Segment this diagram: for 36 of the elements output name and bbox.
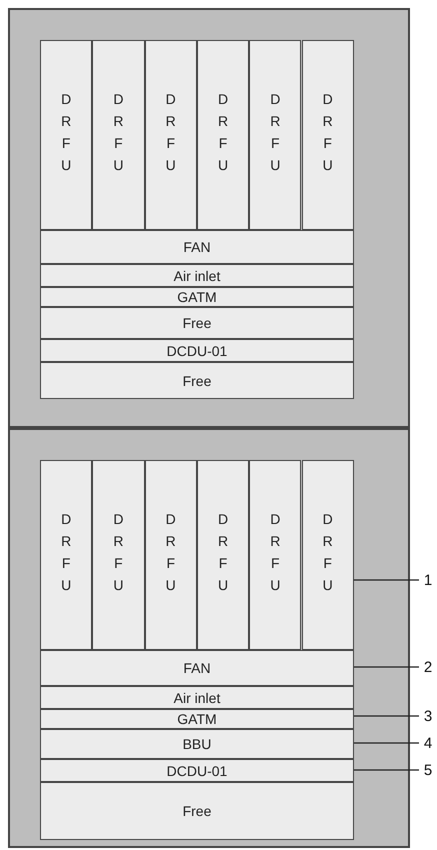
module-slot: FAN — [40, 650, 354, 686]
module-slot: Free — [40, 307, 354, 339]
board-slot: DRFU — [144, 460, 197, 650]
board-slot: DRFU — [144, 40, 197, 230]
board-slot: DRFU — [92, 460, 145, 650]
board-slot: DRFU — [196, 40, 250, 230]
callout-number: 1 — [421, 570, 435, 590]
board-slot: DRFU — [40, 460, 92, 650]
module-slot: GATM — [40, 287, 354, 307]
board-slot: DRFU — [249, 40, 302, 230]
callout-number: 5 — [421, 760, 435, 780]
module-slot: GATM — [40, 709, 354, 729]
board-slot: DRFU — [302, 460, 354, 650]
leader-line — [354, 769, 419, 771]
module-slot: BBU — [40, 729, 354, 759]
board-slot: DRFU — [196, 460, 250, 650]
module-slot: DCDU-01 — [40, 339, 354, 362]
module-slot: DCDU-01 — [40, 759, 354, 782]
leader-line — [354, 715, 419, 717]
board-slot: DRFU — [92, 40, 145, 230]
cabinet-frame — [8, 8, 410, 428]
callout-number: 4 — [421, 733, 435, 753]
callout-number: 2 — [421, 657, 435, 677]
module-slot: Air inlet — [40, 686, 354, 709]
module-slot: FAN — [40, 230, 354, 264]
module-slot: Free — [40, 782, 354, 840]
board-slot: DRFU — [249, 460, 302, 650]
leader-line — [354, 579, 419, 581]
module-slot: Free — [40, 362, 354, 399]
board-slot: DRFU — [302, 40, 354, 230]
leader-line — [354, 742, 419, 744]
board-slot: DRFU — [40, 40, 92, 230]
leader-line — [354, 666, 419, 668]
callout-number: 3 — [421, 706, 435, 726]
module-slot: Air inlet — [40, 264, 354, 287]
cabinet-frame — [8, 428, 410, 848]
